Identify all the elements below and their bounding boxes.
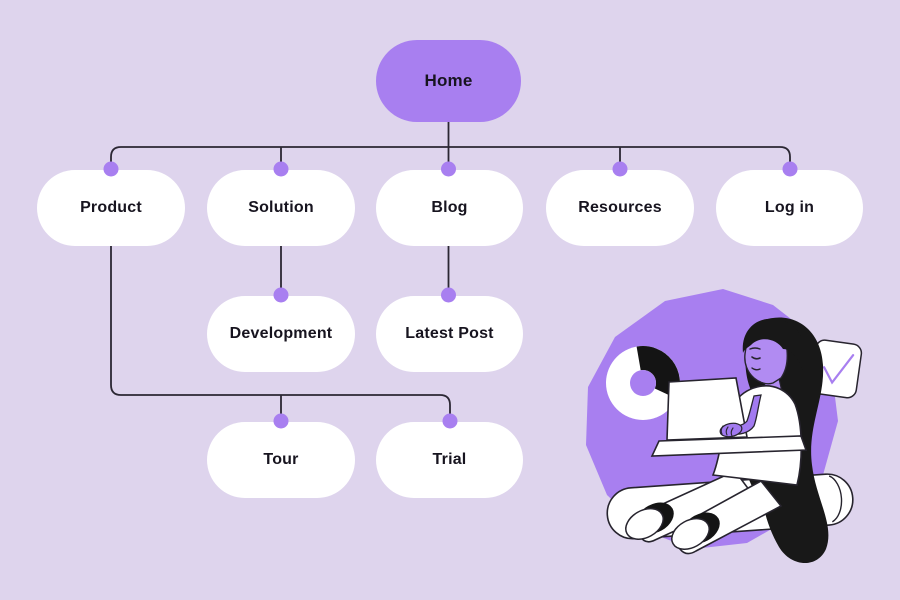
head: [744, 329, 788, 385]
face: [744, 329, 788, 385]
node-latest-post: Latest Post: [376, 296, 523, 372]
edge-trunk: [110, 146, 791, 169]
mouth: [751, 367, 761, 371]
node-tour-label: Tour: [263, 451, 299, 468]
hair-front: [742, 318, 806, 371]
node-trial: Trial: [376, 422, 523, 498]
arm-typing: [719, 394, 762, 438]
check-card: [809, 339, 863, 399]
node-home-label: Home: [424, 71, 473, 90]
hand: [719, 422, 743, 438]
node-blog: Blog: [376, 170, 523, 246]
illustration-woman-laptop: [586, 289, 863, 564]
node-home: Home: [376, 40, 521, 122]
laptop-screen: [666, 377, 748, 441]
laptop-base: [650, 435, 808, 457]
leg-near: [672, 479, 783, 555]
node-tour: Tour: [207, 422, 355, 498]
purple-blob: [586, 289, 838, 549]
node-latest-post-label: Latest Post: [405, 325, 494, 342]
shoe-near: [671, 512, 720, 550]
node-resources-label: Resources: [578, 199, 662, 216]
node-product: Product: [37, 170, 185, 246]
eyebrow: [749, 347, 761, 350]
node-solution: Solution: [207, 170, 355, 246]
node-development: Development: [207, 296, 355, 372]
fingers: [720, 425, 734, 437]
laptop: [650, 377, 808, 457]
torso-shirt: [711, 385, 803, 486]
neck: [763, 373, 783, 396]
node-blog-label: Blog: [431, 199, 468, 216]
leg-far: [634, 470, 755, 543]
node-login: Log in: [716, 170, 863, 246]
bolster-cushion: [606, 473, 854, 540]
donut-chart-icon: [606, 346, 680, 420]
eye: [751, 356, 761, 360]
shoe-far: [625, 502, 674, 540]
node-trial-label: Trial: [432, 451, 467, 468]
shadow-wedge: [747, 475, 800, 525]
node-login-label: Log in: [764, 199, 815, 216]
hair-back: [745, 317, 829, 564]
check-icon: [823, 354, 855, 385]
node-resources: Resources: [546, 170, 694, 246]
node-development-label: Development: [229, 325, 333, 342]
node-solution-label: Solution: [248, 199, 314, 216]
node-product-label: Product: [80, 199, 142, 216]
